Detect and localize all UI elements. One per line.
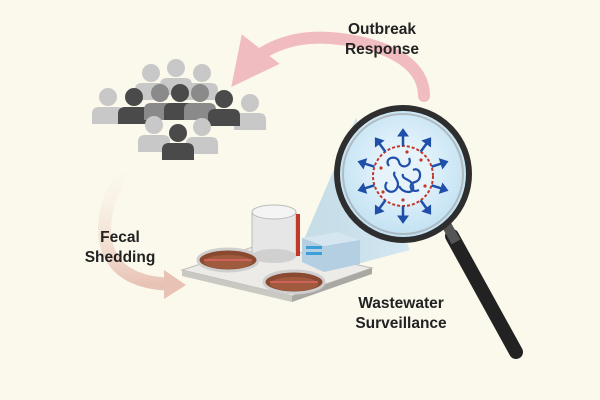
fecal-shedding-arrow <box>98 161 177 291</box>
people-crowd-icon <box>92 59 266 160</box>
fecal-shedding-label: Fecal Shedding <box>70 228 170 268</box>
fecal-label-line1: Fecal <box>100 229 140 246</box>
control-building <box>302 232 360 272</box>
treatment-plant-icon <box>180 204 374 302</box>
fecal-shedding-arrowhead <box>164 270 186 299</box>
magnifying-glass-icon <box>334 105 523 359</box>
outbreak-label-line1: Outbreak <box>347 21 417 38</box>
outbreak-response-arrow <box>231 31 430 102</box>
settling-tank-right <box>262 269 326 295</box>
settling-tank-left <box>196 247 260 273</box>
wastewater-surveillance-label: Wastewater Surveillance <box>336 294 466 334</box>
outbreak-response-label: Outbreak Response <box>322 20 442 60</box>
outbreak-label-line2: Response <box>344 41 420 58</box>
wastewater-label-line1: Wastewater <box>358 295 444 312</box>
wastewater-label-line2: Surveillance <box>355 315 447 332</box>
fecal-label-line2: Shedding <box>84 249 156 266</box>
virus-icon <box>357 128 449 224</box>
